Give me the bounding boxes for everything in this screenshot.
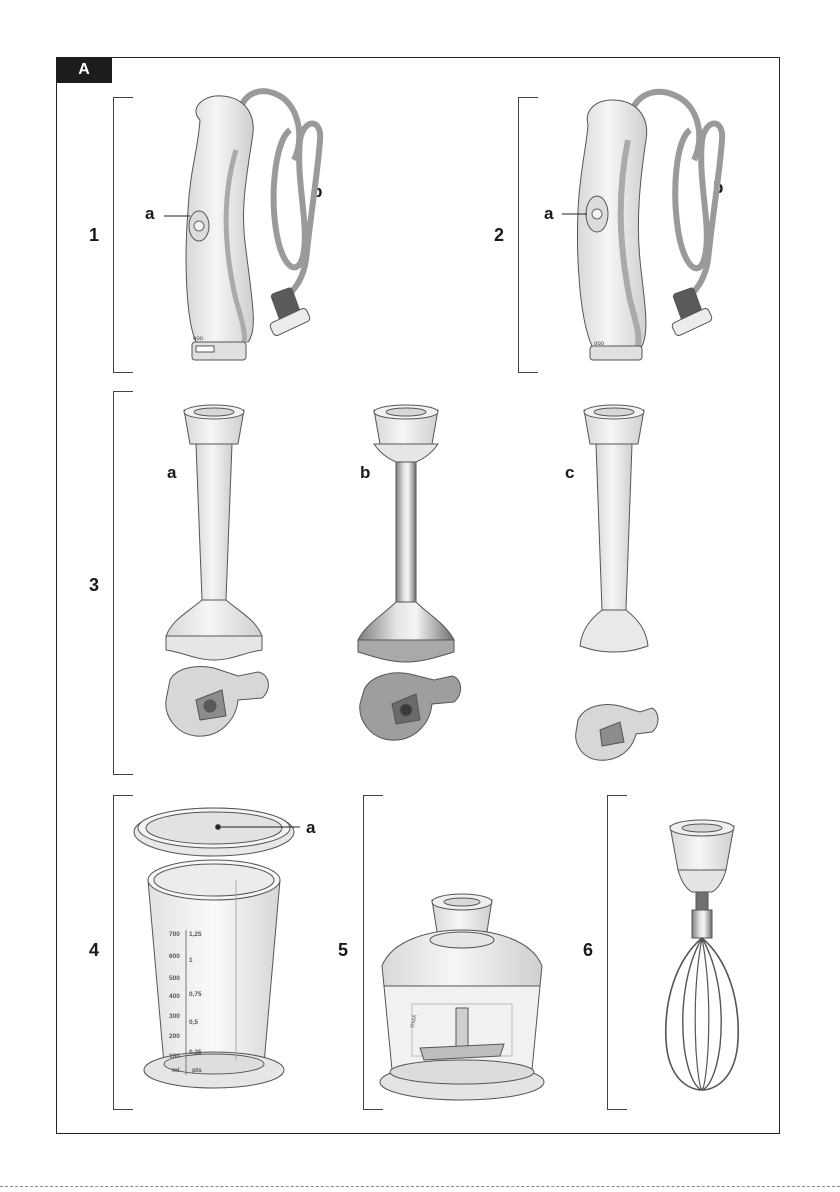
cup-ml-300: 300 xyxy=(169,1013,180,1020)
cup-ml-700: 700 xyxy=(169,931,180,938)
cup-l-075: 0,75 xyxy=(189,991,202,998)
motor-unit-1: ooo xyxy=(164,91,320,360)
cup-l-125: 1,25 xyxy=(189,931,202,938)
blender-shaft-3b xyxy=(358,405,461,740)
measuring-cup xyxy=(134,808,300,1088)
cup-l-1: 1 xyxy=(189,957,193,964)
svg-text:ooo: ooo xyxy=(594,341,605,347)
blender-shaft-3c xyxy=(576,405,658,760)
cup-ml-200: 200 xyxy=(169,1033,180,1040)
cup-ml-unit: ml xyxy=(172,1067,180,1074)
cup-ml-500: 500 xyxy=(169,975,180,982)
cup-ml-600: 600 xyxy=(169,953,180,960)
cup-ml-100: 100 xyxy=(169,1053,180,1060)
svg-text:ooo: ooo xyxy=(193,336,204,342)
cup-l-05: 0,5 xyxy=(189,1019,198,1026)
blender-shaft-3a xyxy=(166,405,269,736)
chopper: max xyxy=(380,894,544,1100)
motor-unit-2: ooo xyxy=(562,92,722,360)
whisk xyxy=(666,820,738,1090)
page-edge-line xyxy=(0,1186,840,1187)
cup-l-unit: pts xyxy=(192,1067,202,1074)
cup-l-025: 0,25 xyxy=(189,1049,202,1056)
cup-ml-400: 400 xyxy=(169,993,180,1000)
